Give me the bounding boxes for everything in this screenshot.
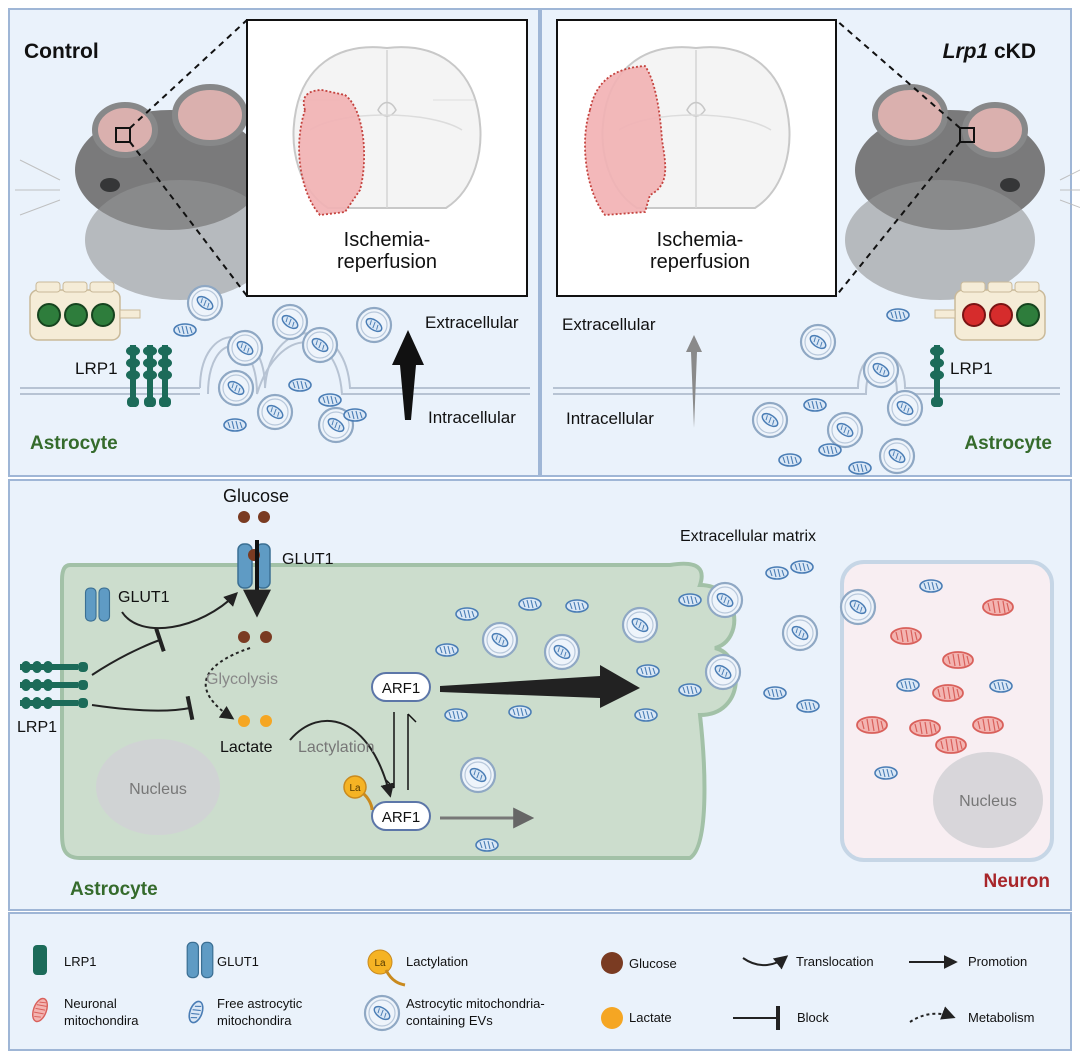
nucleus-astrocyte-label: Nucleus (129, 781, 187, 798)
svg-text:ARF1: ARF1 (382, 680, 420, 697)
legend-lactate-icon (601, 1007, 623, 1029)
brain-label-ckd-1: Ischemia- (657, 229, 744, 251)
ecm-label: Extracellular matrix (680, 528, 816, 545)
control-title: Control (24, 40, 99, 63)
legend: LRP1 GLUT1 La Lactylation Glucose Transl… (29, 941, 1034, 1032)
legend-ev-label-1: Astrocytic mitochondria- (406, 996, 545, 1011)
legend-glut1-label: GLUT1 (217, 954, 259, 969)
glucose-dot (258, 511, 270, 523)
brain-section-ckd (584, 46, 791, 216)
arf1-top (371, 672, 431, 702)
brain-section-control (292, 46, 482, 216)
lactate-dot (238, 715, 250, 727)
light-3-ckd (1016, 303, 1040, 327)
light-1-control (37, 303, 61, 327)
legend-block-label: Block (797, 1010, 829, 1025)
legend-lactylation-icon (367, 949, 406, 987)
neuron-label: Neuron (984, 871, 1051, 892)
strong-export-arrow (440, 665, 640, 708)
lrp1-label-astrocyte: LRP1 (17, 719, 57, 736)
brain-label-control-1: Ischemia- (344, 229, 431, 251)
legend-translocation-label: Translocation (796, 954, 874, 969)
svg-text:ARF1: ARF1 (382, 809, 420, 826)
la-badge (343, 775, 367, 799)
astrocyte-label-control: Astrocyte (30, 433, 118, 454)
lactate-dot (260, 715, 272, 727)
light-2-control (64, 303, 88, 327)
svg-text:La: La (349, 783, 361, 794)
legend-glucose-icon (601, 952, 623, 974)
ckd-title: Lrp1 cKD (943, 40, 1036, 63)
arf1-bottom (371, 801, 431, 831)
light-3-control (91, 303, 115, 327)
glut1-membrane-label: GLUT1 (282, 551, 334, 568)
glycolysis-label: Glycolysis (206, 671, 278, 688)
export-arrow-control (392, 330, 424, 420)
nucleus-astrocyte (96, 739, 220, 835)
lrp1-label-control: LRP1 (75, 359, 118, 378)
brain-region-marker-control (115, 127, 131, 143)
legend-ev-icon (363, 994, 401, 1032)
extracellular-ckd: Extracellular (562, 315, 656, 334)
legend-ev-label-2: containing EVs (406, 1013, 493, 1028)
ev-budding-ckd (862, 351, 900, 389)
lactylation-label: Lactylation (298, 739, 375, 756)
legend-lactate-label: Lactate (629, 1010, 672, 1025)
legend-lrp1-icon (33, 945, 47, 975)
intracellular-ckd: Intracellular (566, 409, 654, 428)
glucose-label: Glucose (223, 486, 289, 506)
legend-glucose-label: Glucose (629, 956, 677, 971)
astrocyte-label-bottom: Astrocyte (70, 879, 158, 900)
legend-free-mito-label-1: Free astrocytic (217, 996, 303, 1011)
export-arrow-ckd (686, 335, 702, 428)
legend-metabolism-label: Metabolism (968, 1010, 1034, 1025)
traffic-light-control (29, 281, 141, 341)
lrp1-label-ckd: LRP1 (950, 359, 993, 378)
legend-promotion-label: Promotion (968, 954, 1027, 969)
legend-translocation-icon (742, 955, 789, 970)
brain-label-control-2: reperfusion (337, 251, 437, 273)
lactate-label: Lactate (220, 739, 273, 756)
intracellular-control: Intracellular (428, 408, 516, 427)
extracellular-control: Extracellular (425, 313, 519, 332)
lrp1-astrocyte (20, 661, 88, 709)
legend-lrp1-label: LRP1 (64, 954, 97, 969)
nucleus-neuron-label: Nucleus (959, 793, 1017, 810)
glut1-internal-label: GLUT1 (118, 589, 170, 606)
legend-neuronal-mito-label-2: mitochondira (64, 1013, 139, 1028)
legend-panel (8, 912, 1072, 1051)
light-2-ckd (989, 303, 1013, 327)
brain-label-ckd-2: reperfusion (650, 251, 750, 273)
legend-lactylation-label: Lactylation (406, 954, 468, 969)
traffic-light-ckd (934, 281, 1046, 341)
svg-text:La: La (374, 958, 386, 969)
brain-region-marker-ckd (959, 127, 975, 143)
legend-neuronal-mito-label-1: Neuronal (64, 996, 117, 1011)
glucose-dot (238, 511, 250, 523)
light-1-ckd (962, 303, 986, 327)
legend-free-mito-label-2: mitochondira (217, 1013, 292, 1028)
nucleus-neuron (933, 752, 1043, 848)
astrocyte-label-ckd: Astrocyte (964, 433, 1052, 454)
